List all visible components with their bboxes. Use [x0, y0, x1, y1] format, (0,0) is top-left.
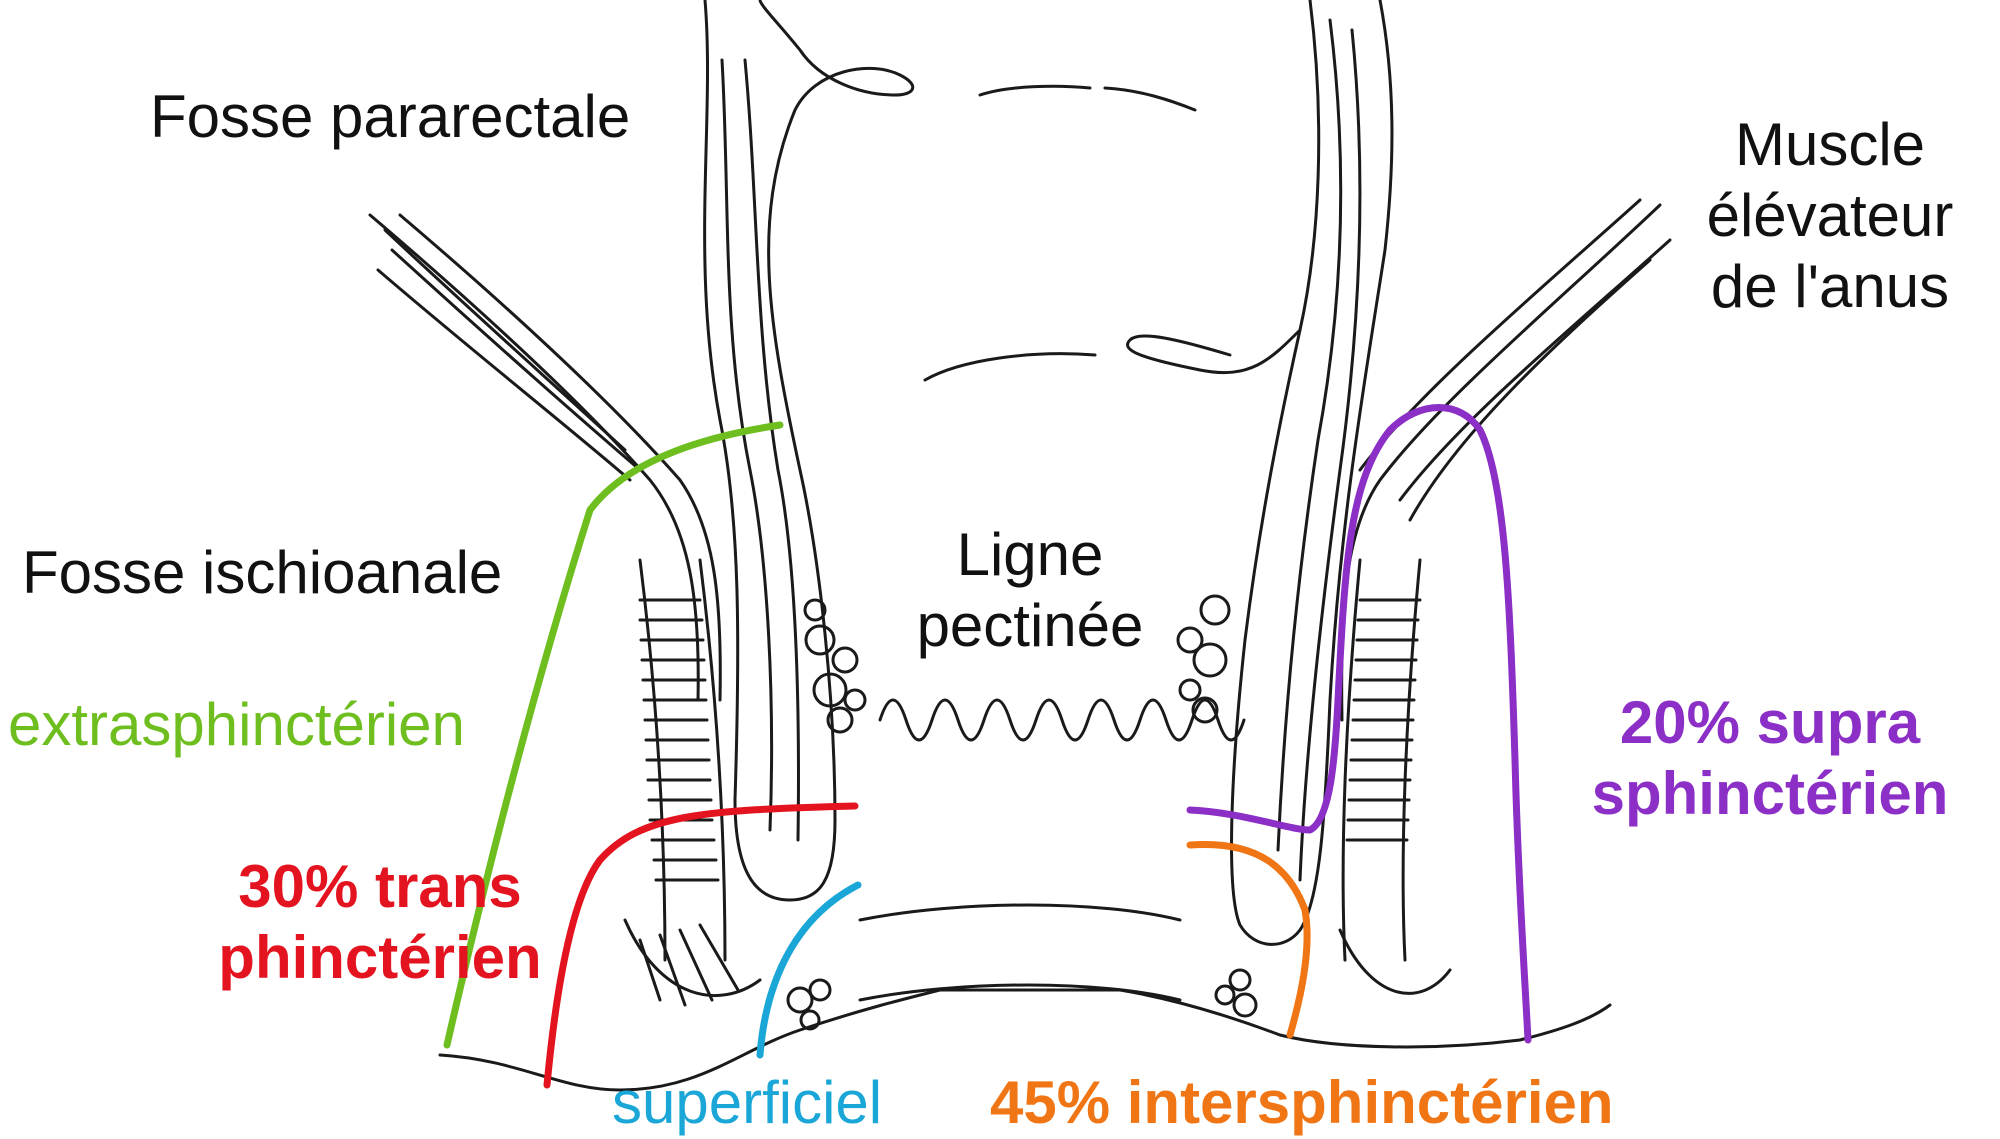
label-fosse-pararectale: Fosse pararectale	[150, 83, 631, 150]
label-ligne-pectinee-line2: pectinée	[916, 591, 1144, 659]
label-supra-line1: 20% supra	[1619, 689, 1921, 756]
label-muscle-elevateur-line1: Muscle	[1734, 111, 1926, 178]
label-suprasphincterien: 20% supra sphinctérien	[1560, 688, 1980, 830]
intersphincteric-fistula	[1186, 840, 1311, 1039]
extrasphincteric-fistula	[443, 421, 784, 1049]
anatomy-drawing	[368, 0, 1672, 1092]
label-muscle-elevateur: Muscle élévateur de l'anus	[1680, 110, 1980, 322]
label-muscle-elevateur-line3: de l'anus	[1710, 252, 1950, 320]
perineum-skin	[438, 988, 1612, 1092]
suprasphincteric-fistula	[1186, 404, 1532, 1044]
label-fosse-ischioanale: Fosse ischioanale	[22, 539, 503, 606]
right-external-sphincter	[1338, 558, 1452, 995]
label-transsphincterien: 30% trans phinctérien	[180, 852, 580, 994]
label-trans-line1: 30% trans	[238, 853, 522, 920]
label-intersphincterien: 45% intersphinctérien	[990, 1069, 1614, 1136]
anal-glands	[786, 594, 1258, 1031]
left-rectal-wall	[703, 0, 914, 902]
label-trans-line2: phinctérien	[218, 923, 542, 991]
transsphincteric-fistula	[543, 802, 859, 1089]
pectinate-line	[878, 698, 1246, 742]
superficial-fistula	[756, 881, 862, 1059]
label-extrasphincterien: extrasphinctérien	[8, 691, 465, 758]
label-muscle-elevateur-line2: élévateur	[1706, 181, 1954, 249]
label-superficiel: superficiel	[612, 1069, 883, 1136]
right-levator-ani	[1340, 203, 1662, 722]
label-ligne-pectinee-line1: Ligne	[956, 521, 1104, 588]
label-supra-line2: sphinctérien	[1591, 759, 1949, 827]
label-ligne-pectinee: Ligne pectinée	[880, 520, 1180, 662]
left-external-sphincter	[623, 558, 762, 1007]
